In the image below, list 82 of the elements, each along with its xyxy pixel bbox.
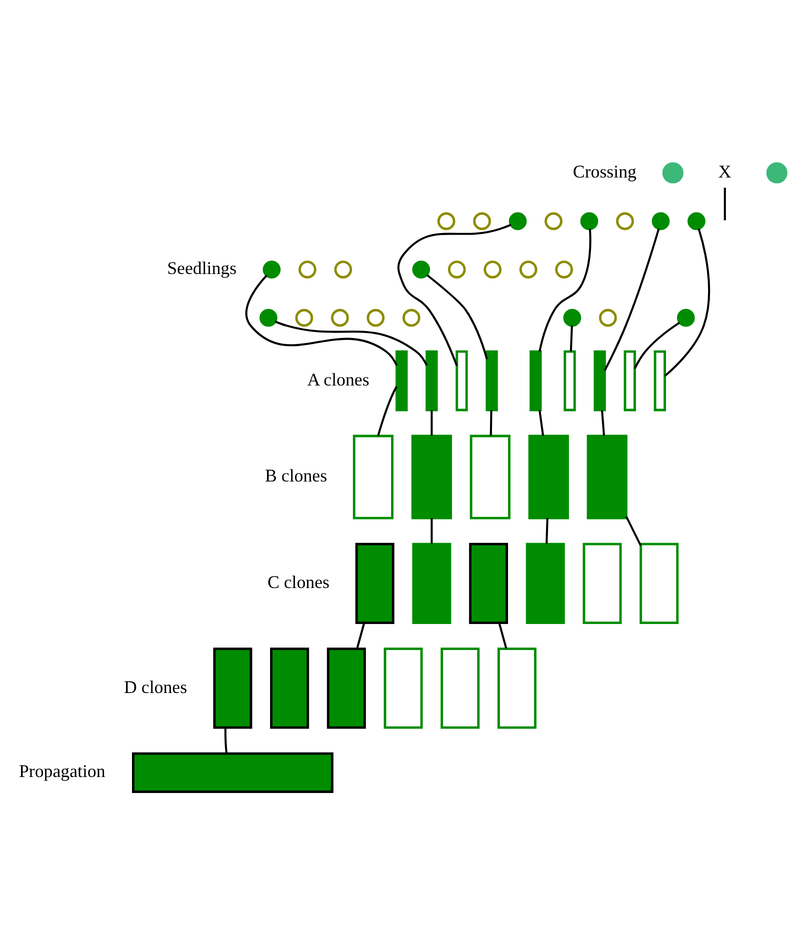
label: Seedlings [167,258,237,278]
connector [274,320,428,366]
node-circle [652,212,670,230]
node-box [526,542,565,624]
node-circle [544,212,562,230]
node-circle [334,260,352,278]
node-box [132,752,334,793]
node-circle [766,162,788,184]
node-box [270,648,310,729]
node-box [411,434,452,520]
node-box [213,648,252,729]
connector [634,322,680,369]
label: D clones [124,676,188,697]
node-circle [580,212,598,230]
node-circle [448,260,466,278]
connector [245,274,398,366]
connector [490,410,492,436]
node-circle [616,212,634,230]
node-box [530,350,542,412]
node-circle [599,308,617,327]
label: C clones [267,572,330,592]
label: Propagation [18,761,106,782]
connector [538,228,592,352]
connector [224,728,228,754]
node-circle [295,308,314,327]
node-box [470,434,510,520]
connector [430,518,433,544]
node-circle [260,308,278,327]
node-circle [662,162,684,184]
node-circle [402,308,420,327]
node-circle [676,308,695,327]
connector [604,228,660,371]
node-circle [412,260,430,278]
node-circle [437,212,456,230]
connector [601,410,606,436]
node-circle [508,212,527,230]
node-circle [688,212,706,230]
node-box [594,350,606,412]
label: Crossing [572,161,636,182]
node-box [640,542,679,624]
node-box [469,542,508,624]
node-box [352,434,394,520]
connector [664,228,710,377]
node-box [486,350,498,412]
connector [570,326,573,352]
node-box [654,350,666,412]
node-text: X [718,161,732,182]
connector [377,386,398,436]
node-circle [330,308,349,327]
node-circle [473,212,491,230]
node-circle [555,260,573,278]
node-box [384,648,423,729]
label: A clones [307,369,370,390]
node-box [440,648,480,729]
label: B clones [265,466,328,486]
node-box [564,350,576,412]
connector [546,518,548,544]
node-box [582,542,622,624]
connector [625,516,642,546]
connector [498,622,508,649]
node-box [497,648,536,729]
node-box [528,434,569,520]
node-box [326,648,366,729]
node-circle [484,260,502,278]
node-box [586,434,628,520]
node-circle [366,308,385,327]
connector [724,188,726,220]
node-box [355,542,394,624]
node-box [456,350,468,412]
node-circle [519,260,538,278]
node-circle [298,260,316,278]
node-circle [262,260,281,278]
connector [356,622,366,649]
connector [430,410,433,436]
connector [538,410,544,436]
node-box [426,350,438,412]
connector [397,224,512,366]
connector [426,274,488,360]
node-circle [563,308,582,327]
node-box [412,542,452,624]
node-box [624,350,636,412]
node-box [396,350,408,412]
